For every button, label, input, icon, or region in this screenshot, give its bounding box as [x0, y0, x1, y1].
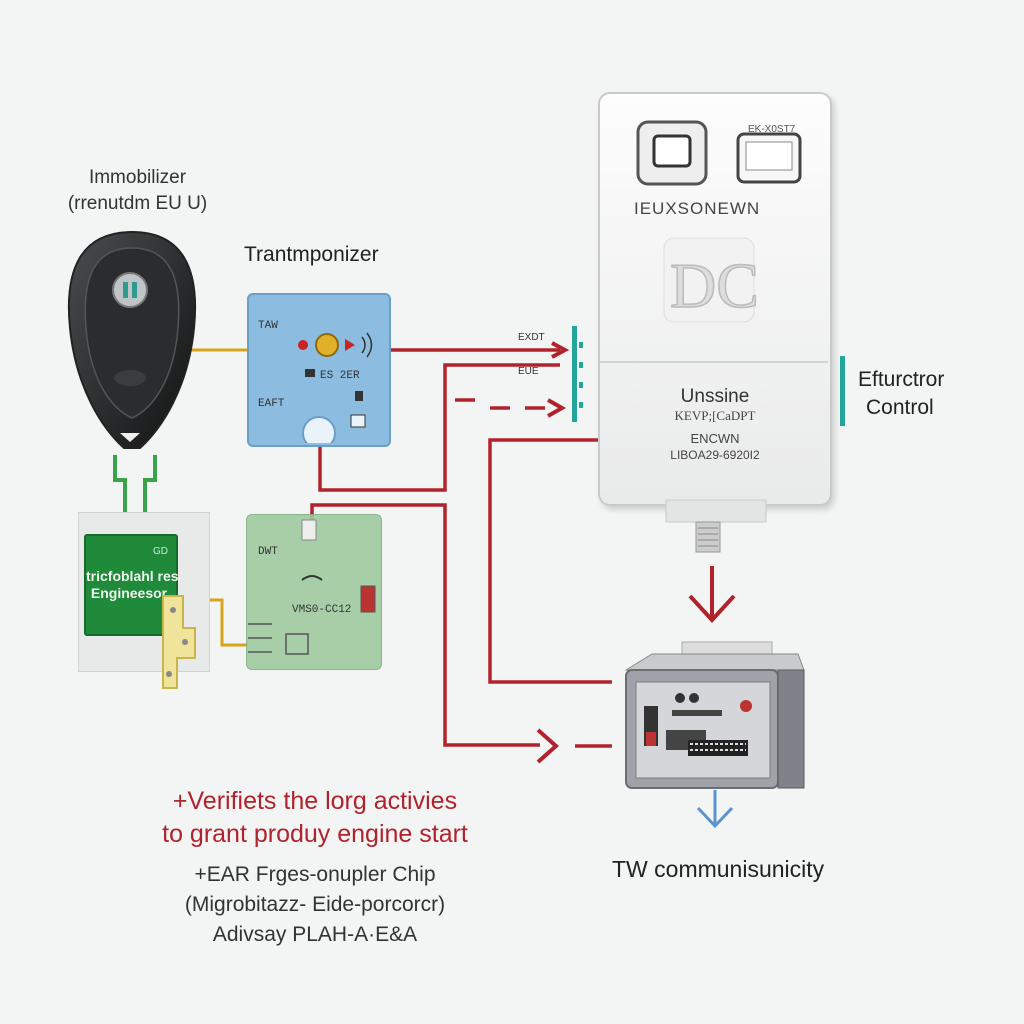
green-board-components-icon — [248, 519, 376, 655]
caption-chip-info: +EAR Frges-onupler Chip (Migrobitazz- Ei… — [165, 860, 465, 950]
caption-red-line1: +Verifiets the lorg activies — [172, 787, 458, 815]
arrow-label-top: EXDT — [518, 332, 545, 343]
wire-ecu-module — [488, 438, 612, 684]
wire-loop-ecu — [318, 363, 560, 492]
caption-red-line2: to grant produy engine start — [162, 820, 468, 848]
svg-text:DC: DC — [670, 250, 759, 321]
ecu-text-line3: ENCWN — [690, 431, 740, 446]
arrowhead-bottom — [536, 728, 560, 764]
caption-gray-line2: (Migrobitazz- Eide-porcorcr) — [184, 893, 446, 916]
ecu-details-icon: DC — [600, 120, 828, 553]
chip-label-line1: tricfoblahl res — [86, 568, 179, 584]
immobilizer-title-line2: (rrenutdm EU U) — [67, 193, 208, 214]
chip-wire — [200, 598, 248, 647]
green-board-label-1: DWT — [258, 546, 278, 558]
ecu-text-line1: Unssine — [680, 386, 750, 407]
arrowhead-down-red — [688, 594, 736, 623]
efector-label-line1: Efturctror — [858, 368, 945, 391]
transponder-pcb-label-1: TAW — [258, 320, 278, 332]
ecu-text-line4: LIBOA29-6920I2 — [670, 448, 760, 462]
tw-communication-label: TW communisunicity — [612, 856, 825, 882]
ecu-text-line2: KEVP;[CaDPT — [674, 408, 756, 423]
transponder-pcb-label-3: ES 2ER — [320, 370, 360, 382]
arrowhead-top — [551, 341, 570, 359]
transponder-title: Trantmponizer — [244, 243, 379, 266]
chip-label: tricfoblahl res Engineesor — [86, 568, 179, 602]
communication-module-icon — [624, 641, 805, 789]
green-board-label-2: VMS0-CC12 — [292, 604, 352, 616]
efector-control-label: Efturctror Control — [858, 366, 944, 422]
transponder-coil-icon — [298, 332, 373, 443]
ecu-code: EK-X0ST7 — [748, 124, 796, 135]
arrow-label-mid: EUE — [518, 366, 539, 377]
arrowhead-blue — [696, 806, 734, 829]
engine-chip — [84, 534, 178, 636]
ecu-left-connector — [572, 326, 577, 422]
ecu-brand: IEUXSONEWN — [634, 199, 761, 218]
immobilizer-title: Immobilizer (rrenutdm EU U) — [60, 165, 215, 217]
caption-gray-line1: +EAR Frges-onupler Chip — [194, 863, 436, 886]
wire-lower — [310, 503, 540, 747]
arrowhead-mid — [547, 398, 567, 418]
caption-gray-line3: Adivsay PLAH-A·E&A — [212, 923, 418, 946]
wire-dashed — [455, 398, 545, 410]
immobilizer-title-line1: Immobilizer — [88, 167, 187, 188]
caption-verifies: +Verifiets the lorg activies to grant pr… — [130, 785, 500, 851]
chip-label-line2: Engineesor — [90, 585, 168, 601]
chip-circuit-icon — [162, 595, 196, 689]
ecu-right-connector — [840, 356, 845, 426]
transponder-pcb-label-2: EAFT — [258, 398, 285, 410]
key-fob-icon — [67, 230, 197, 449]
chip-label-top: GD — [153, 546, 168, 557]
efector-label-line2: Control — [866, 396, 934, 419]
